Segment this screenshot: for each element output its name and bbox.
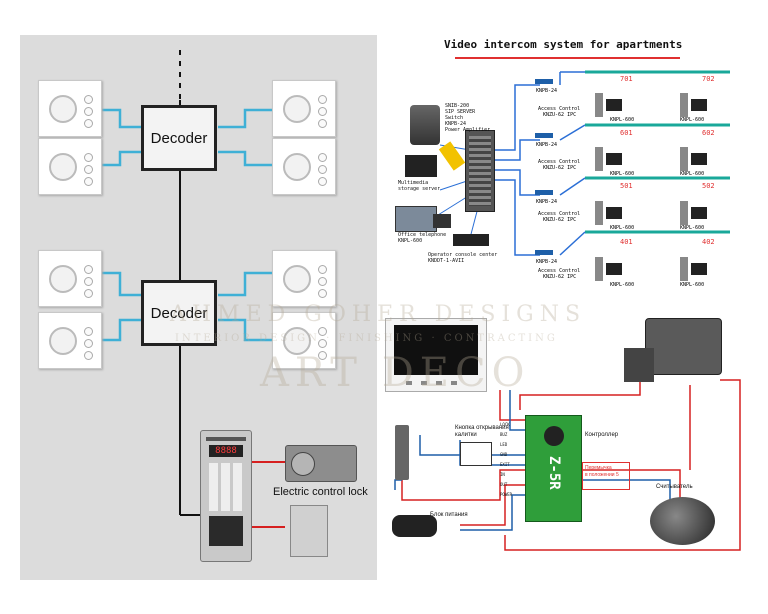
apartment-number: 602 bbox=[702, 129, 715, 137]
door-station-icon bbox=[680, 93, 688, 117]
outdoor-call-panel: 8888 bbox=[200, 430, 252, 562]
lock-caption: Electric control lock bbox=[273, 486, 368, 498]
card-reader-area bbox=[209, 516, 243, 546]
indoor-video-monitor bbox=[385, 318, 487, 392]
monitor-model: KNPL-600 bbox=[680, 225, 705, 231]
decoder-box-bottom: Decoder bbox=[141, 280, 217, 346]
indoor-monitor-unit bbox=[272, 138, 336, 195]
indoor-monitor-unit bbox=[272, 312, 336, 369]
indoor-monitor-unit bbox=[38, 250, 102, 307]
monitor-icon bbox=[606, 99, 622, 111]
diagram-title: Video intercom system for apartments bbox=[444, 38, 683, 51]
office-label: Office telephone KNPL-600 bbox=[398, 232, 447, 244]
watermark-line2: INTERIOR DESIGN · FINISHING · CONTRACTIN… bbox=[175, 333, 558, 344]
access-model: KNZU-62 IPC bbox=[543, 165, 577, 171]
monitor-model: KNPL-600 bbox=[610, 225, 635, 231]
monitor-model: KNPL-600 bbox=[610, 117, 635, 123]
lock-power-box bbox=[290, 505, 328, 557]
keypad bbox=[209, 463, 243, 511]
apartment-number: 701 bbox=[620, 75, 633, 83]
monitor-icon bbox=[691, 207, 707, 219]
monitor-icon bbox=[606, 207, 622, 219]
server-rack-image bbox=[465, 130, 495, 212]
jumper-note: Перемычка в положении 5 bbox=[582, 462, 630, 490]
apartment-number: 702 bbox=[702, 75, 715, 83]
monitor-icon bbox=[691, 153, 707, 165]
monitor-model: KNPL-600 bbox=[610, 282, 635, 288]
door-station-icon bbox=[595, 93, 603, 117]
access-label: Access Control bbox=[538, 159, 581, 165]
door-station-icon bbox=[595, 257, 603, 281]
exit-button-symbol bbox=[460, 442, 492, 466]
monitor-model: KNPL-600 bbox=[680, 171, 705, 177]
office-telephone-icon bbox=[433, 214, 451, 228]
monitor-model: KNPL-600 bbox=[610, 171, 635, 177]
monitor-icon bbox=[606, 153, 622, 165]
door-station-icon bbox=[680, 257, 688, 281]
apartment-number: 502 bbox=[702, 182, 715, 190]
access-label: Access Control bbox=[538, 106, 581, 112]
network-switch-icon bbox=[535, 190, 553, 195]
decoder-label: Decoder bbox=[150, 129, 208, 147]
power-label: Блок питания bbox=[430, 512, 468, 518]
button-label: Кнопка открывания калитки bbox=[455, 425, 509, 438]
controller-board: Z-5R bbox=[525, 415, 582, 522]
door-station-icon bbox=[595, 201, 603, 225]
switch-label: KNPB-24 bbox=[536, 259, 558, 265]
apartment-number: 501 bbox=[620, 182, 633, 190]
reader-label: Считыватель bbox=[656, 484, 693, 490]
operator-label: Operator console center KNDDT-1-AVII bbox=[428, 252, 498, 264]
switch-label: KNPB-24 bbox=[536, 142, 558, 148]
board-model: Z-5R bbox=[546, 456, 562, 490]
storage-label: Multimedia storage server bbox=[398, 180, 441, 192]
terminal-labels: LOCK BUZ LED GND EXIT IN OUT POWER bbox=[500, 422, 513, 497]
watermark-line1: AHMED GOHER DESIGNS bbox=[170, 302, 587, 327]
monitor-icon bbox=[691, 99, 707, 111]
access-model: KNZU-62 IPC bbox=[543, 217, 577, 223]
electric-lock-image bbox=[285, 445, 357, 482]
door-station-icon bbox=[680, 201, 688, 225]
apartment-number: 601 bbox=[620, 129, 633, 137]
call-panel-small bbox=[395, 425, 409, 480]
card-reader-image bbox=[650, 497, 715, 545]
access-model: KNZU-62 IPC bbox=[543, 112, 577, 118]
access-model: KNZU-62 IPC bbox=[543, 274, 577, 280]
server-labels: SNIB-200 SIP SERVER Switch KNPB-24 Power… bbox=[445, 103, 491, 133]
door-station-icon bbox=[680, 147, 688, 171]
monitor-model: KNPL-600 bbox=[680, 282, 705, 288]
apartment-floors: KNPB-24 Access Control KNZU-62 IPC KNPL-… bbox=[530, 65, 745, 295]
storage-server-image bbox=[405, 155, 437, 177]
monitor-model: KNPL-600 bbox=[680, 117, 705, 123]
network-switch-icon bbox=[535, 250, 553, 255]
network-switch-icon bbox=[535, 79, 553, 84]
watermark-line3: ART DECO bbox=[260, 350, 531, 396]
title-underline bbox=[455, 57, 680, 59]
indoor-monitor-unit bbox=[38, 312, 102, 369]
monitor-icon bbox=[606, 263, 622, 275]
lock-strike-plate bbox=[624, 348, 654, 382]
indoor-monitor-unit bbox=[38, 138, 102, 195]
operator-console-image bbox=[453, 234, 489, 246]
apartment-number: 401 bbox=[620, 238, 633, 246]
controller-label: Контроллер bbox=[585, 432, 619, 438]
access-label: Access Control bbox=[538, 211, 581, 217]
access-label: Access Control bbox=[538, 268, 581, 274]
monitor-icon bbox=[691, 263, 707, 275]
electric-lock-image-right bbox=[645, 318, 722, 375]
door-station-icon bbox=[595, 147, 603, 171]
indoor-monitor-unit bbox=[38, 80, 102, 137]
indoor-monitor-unit bbox=[272, 250, 336, 307]
panel-display: 8888 bbox=[209, 445, 243, 457]
switch-label: KNPB-24 bbox=[536, 199, 558, 205]
network-switch-icon bbox=[535, 133, 553, 138]
indoor-monitor-unit bbox=[272, 80, 336, 137]
decoder-label: Decoder bbox=[150, 304, 208, 322]
server-stack-image bbox=[410, 105, 440, 145]
switch-label: KNPB-24 bbox=[536, 88, 558, 94]
decoder-box-top: Decoder bbox=[141, 105, 217, 171]
power-supply-image bbox=[392, 515, 437, 537]
apartment-number: 402 bbox=[702, 238, 715, 246]
